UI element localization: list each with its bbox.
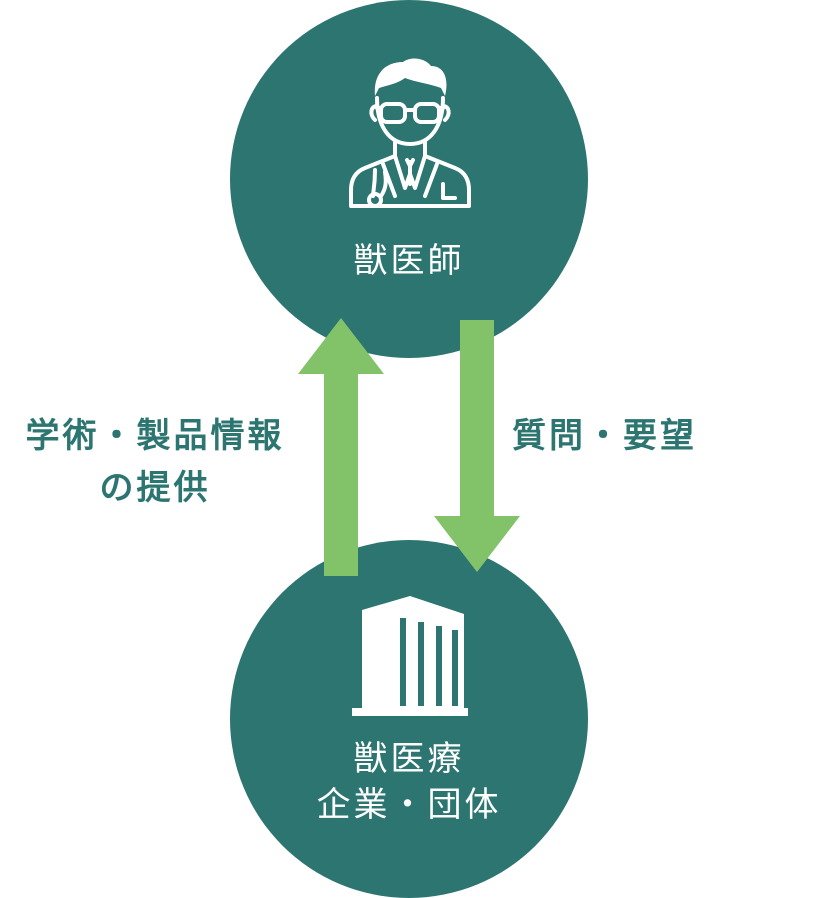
company-node: 獣医療 企業・団体 — [230, 540, 588, 898]
down-arrow — [434, 320, 520, 572]
doctor-icon — [349, 58, 471, 208]
building-icon — [352, 596, 468, 716]
info-provision-line1: 学術・製品情報 — [25, 416, 285, 456]
questions-requests-label: 質問・要望 — [512, 416, 697, 456]
company-label-line2: 企業・団体 — [316, 785, 502, 825]
company-label-line1: 獣医療 — [353, 739, 465, 779]
info-provision-label: 学術・製品情報 の提供 — [0, 410, 310, 514]
up-arrow — [298, 318, 384, 576]
veterinarian-label: 獣医師 — [353, 241, 465, 281]
info-provision-line2: の提供 — [99, 468, 211, 508]
company-label: 獣医療 企業・団体 — [230, 736, 588, 828]
veterinarian-node: 獣医師 — [230, 0, 588, 358]
